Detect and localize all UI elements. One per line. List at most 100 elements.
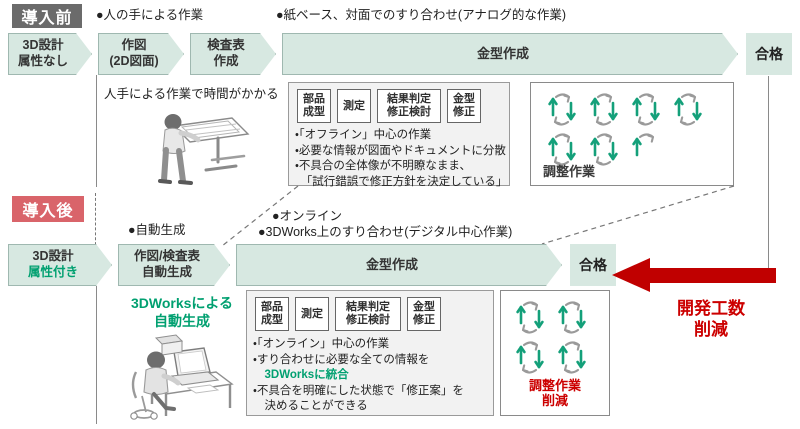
before-step-mold-making[interactable]: 金型作成 bbox=[282, 33, 738, 75]
rework-cycle-icon bbox=[509, 297, 551, 337]
after-step-mold-making-label: 金型作成 bbox=[365, 256, 418, 272]
after-adjustment-panel: 調整作業 削減 bbox=[500, 290, 610, 416]
before-adjustment-panel: 調整作業 bbox=[530, 82, 734, 186]
before-step-inspection-sheet[interactable]: 検査表 作成 bbox=[190, 33, 276, 75]
phase-badge-after-label: 導入後 bbox=[22, 203, 74, 220]
before-chip-result-judgement-line2: 修正検討 bbox=[387, 106, 431, 118]
before-bullet-4: 「試行錯誤で修正方針を決定している」 bbox=[295, 175, 508, 188]
after-step-auto-generate[interactable]: 作図/検査表 自動生成 bbox=[118, 244, 230, 286]
rework-cycle-icon bbox=[509, 337, 551, 377]
caption-after-online: ●オンライン bbox=[272, 209, 343, 223]
after-result-pass: 合格 bbox=[570, 244, 616, 286]
after-chip-result-judgement-line2: 修正検討 bbox=[346, 314, 390, 326]
after-note-line1: 3DWorksによる bbox=[130, 295, 233, 311]
after-adjustment-label-line2: 削減 bbox=[541, 393, 568, 409]
after-note: 3DWorksによる 自動生成 bbox=[106, 294, 258, 330]
before-result-pass: 合格 bbox=[746, 33, 792, 75]
before-bullet-3: ・不具合の全体像が不明瞭なまま、 bbox=[295, 160, 471, 173]
after-step-3d-design-line2: 属性付き bbox=[27, 265, 78, 279]
left-arrow-red-icon bbox=[612, 258, 776, 292]
development-reduction-line2: 削減 bbox=[694, 320, 728, 340]
before-chip-mold-fix[interactable]: 金型 修正 bbox=[447, 89, 481, 123]
caption-after-auto: ●自動生成 bbox=[128, 223, 186, 237]
before-chip-measure-line1: 測定 bbox=[343, 99, 365, 112]
before-note: 人手による作業で時間がかかる bbox=[104, 87, 279, 101]
before-chip-mold-fix-line1: 金型 bbox=[453, 93, 475, 106]
after-chip-mold-fix[interactable]: 金型 修正 bbox=[407, 297, 441, 331]
after-note-line2: 自動生成 bbox=[154, 313, 210, 330]
before-chip-result-judgement[interactable]: 結果判定 修正検討 bbox=[377, 89, 441, 123]
after-step-mold-making[interactable]: 金型作成 bbox=[236, 244, 562, 286]
after-chip-mold-fix-line1: 金型 bbox=[413, 301, 435, 314]
before-chip-part-molding[interactable]: 部品 成型 bbox=[297, 89, 331, 123]
rework-cycle-icon bbox=[583, 89, 625, 129]
development-reduction-callout: 開発工数 削減 bbox=[636, 298, 786, 341]
before-step-3d-design-line1: 3D設計 bbox=[22, 38, 64, 53]
before-chip-part-molding-line2: 成型 bbox=[303, 106, 325, 118]
after-left-divider bbox=[96, 286, 97, 424]
phase-badge-after: 導入後 bbox=[12, 196, 84, 222]
before-left-divider bbox=[96, 75, 97, 187]
before-analog-panel: 部品 成型 測定 結果判定 修正検討 金型 修正 ・「オフライン」中心の作業 ・… bbox=[288, 82, 510, 188]
after-bullet-2: ・すり合わせに必要な全ての情報を bbox=[253, 353, 430, 366]
before-step-drawing-line2: (2D図面) bbox=[109, 54, 159, 68]
before-step-drawing-line1: 作図 bbox=[121, 38, 147, 53]
before-chip-result-judgement-line1: 結果判定 bbox=[387, 93, 431, 106]
after-chip-result-judgement[interactable]: 結果判定 修正検討 bbox=[335, 297, 401, 331]
after-chip-part-molding-line2: 成型 bbox=[261, 314, 283, 326]
after-chip-part-molding[interactable]: 部品 成型 bbox=[255, 297, 289, 331]
rework-cycle-icon bbox=[541, 129, 583, 169]
after-digital-panel: 部品 成型 測定 結果判定 修正検討 金型 修正 ・「オンライン」中心の作業 ・… bbox=[246, 290, 494, 416]
rework-cycle-icon bbox=[625, 129, 667, 169]
before-bullet-2: ・必要な情報が図面やドキュメントに分散 bbox=[295, 144, 506, 157]
after-adjustment-label: 調整作業 削減 bbox=[501, 378, 609, 409]
after-step-auto-generate-line1: 作図/検査表 bbox=[134, 249, 200, 264]
phase-badge-before: 導入前 bbox=[12, 4, 82, 28]
before-result-pass-label: 合格 bbox=[755, 46, 783, 62]
rework-cycle-icon bbox=[541, 89, 583, 129]
after-result-pass-label: 合格 bbox=[579, 257, 607, 273]
before-step-drawing[interactable]: 作図 (2D図面) bbox=[98, 33, 184, 75]
rework-cycle-icon bbox=[667, 89, 709, 129]
before-bullet-list: ・「オフライン」中心の作業 ・必要な情報が図面やドキュメントに分散 ・不具合の全… bbox=[295, 128, 509, 190]
after-bullet-list: ・「オンライン」中心の作業 ・すり合わせに必要な全ての情報を 3DWorksに統… bbox=[253, 337, 493, 415]
after-bullet-4: ・不具合を明確にした状態で「修正案」を bbox=[253, 384, 464, 397]
before-chip-part-molding-line1: 部品 bbox=[303, 93, 325, 106]
pass-connector-line bbox=[768, 76, 769, 275]
development-reduction-line1: 開発工数 bbox=[677, 299, 745, 318]
phase-badge-before-label: 導入前 bbox=[21, 10, 73, 27]
after-bullet-3: 3DWorksに統合 bbox=[253, 369, 349, 382]
before-chip-measure[interactable]: 測定 bbox=[337, 89, 371, 123]
after-chip-row: 部品 成型 測定 結果判定 修正検討 金型 修正 bbox=[255, 297, 493, 331]
rework-cycle-icon bbox=[625, 89, 667, 129]
after-step-3d-design-line1: 3D設計 bbox=[32, 249, 74, 264]
before-bullet-1: ・「オフライン」中心の作業 bbox=[295, 129, 432, 141]
person-at-computer-desk-icon bbox=[112, 332, 238, 424]
after-step-3d-design[interactable]: 3D設計 属性付き bbox=[8, 244, 112, 286]
before-chip-row: 部品 成型 測定 結果判定 修正検討 金型 修正 bbox=[297, 89, 509, 123]
after-chip-result-judgement-line1: 結果判定 bbox=[346, 301, 390, 314]
before-step-inspection-sheet-line1: 検査表 bbox=[207, 38, 245, 53]
before-cycle-group bbox=[541, 89, 731, 169]
before-step-inspection-sheet-line2: 作成 bbox=[213, 54, 239, 68]
dashed-connector-left-diagonal bbox=[220, 185, 300, 248]
person-at-drafting-table-icon bbox=[140, 100, 258, 186]
before-step-3d-design-line2: 属性なし bbox=[17, 54, 68, 68]
after-bullet-5: 決めることができる bbox=[253, 400, 368, 413]
dashed-divider-left bbox=[95, 193, 96, 255]
after-step-auto-generate-line2: 自動生成 bbox=[141, 265, 192, 279]
after-chip-measure-line1: 測定 bbox=[301, 307, 323, 320]
after-chip-part-molding-line1: 部品 bbox=[261, 301, 283, 314]
after-adjustment-label-line1: 調整作業 bbox=[528, 377, 581, 393]
after-chip-measure[interactable]: 測定 bbox=[295, 297, 329, 331]
before-step-mold-making-label: 金型作成 bbox=[476, 45, 529, 61]
rework-cycle-icon bbox=[551, 337, 593, 377]
rework-cycle-icon bbox=[583, 129, 625, 169]
before-adjustment-label: 調整作業 bbox=[543, 164, 596, 180]
caption-before-paper: ●紙ベース、対面でのすり合わせ(アナログ的な作業) bbox=[276, 8, 567, 22]
after-cycle-group bbox=[509, 297, 605, 377]
after-bullet-1: ・「オンライン」中心の作業 bbox=[253, 338, 390, 350]
caption-after-3dworks: ●3DWorks上のすり合わせ(デジタル中心作業) bbox=[258, 225, 513, 239]
before-step-3d-design[interactable]: 3D設計 属性なし bbox=[8, 33, 92, 75]
